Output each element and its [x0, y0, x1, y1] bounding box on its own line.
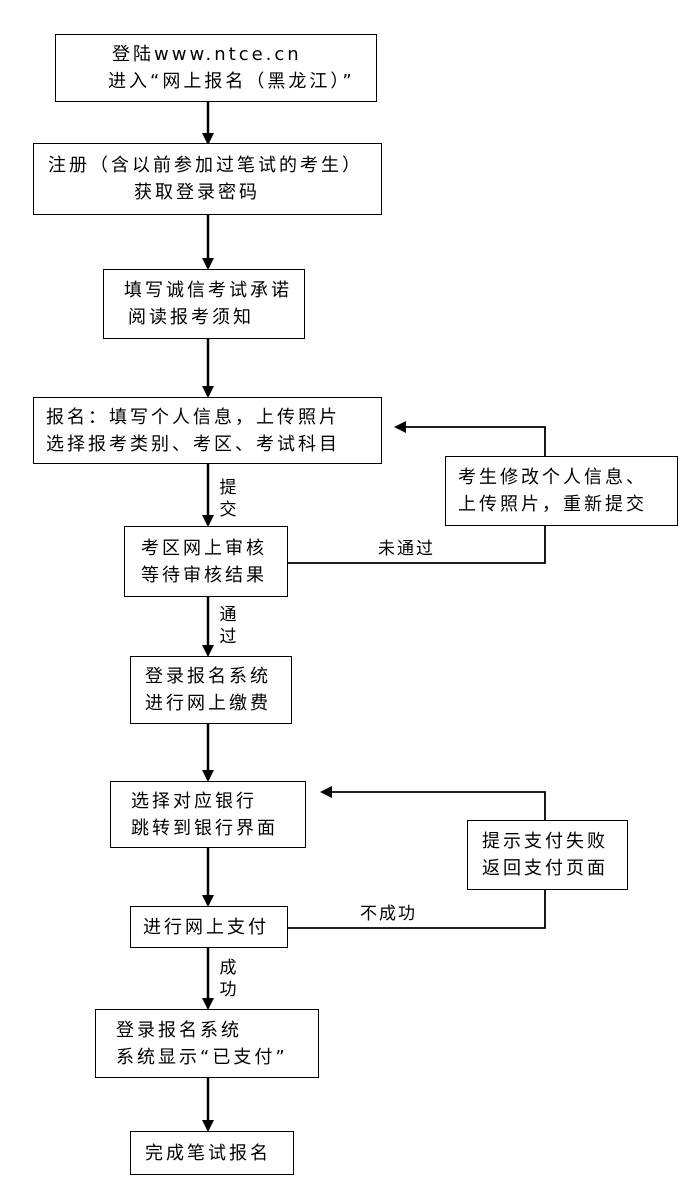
modify-line2: 上传照片，重新提交 [458, 494, 647, 515]
modify-line1: 考生修改个人信息、 [458, 467, 647, 488]
step8-online-pay-box: 进行网上支付 [130, 906, 288, 948]
submit-label: 提 交 [217, 477, 239, 521]
pass-label-char2: 过 [219, 627, 237, 647]
payfail-return-arrow [320, 786, 546, 820]
step8-line1: 进行网上支付 [143, 916, 269, 938]
step3-promise-box: 填写诚信考试承诺 阅读报考须知 [103, 269, 305, 339]
step9-line2: 系统显示“已支付” [116, 1046, 288, 1068]
step10-complete-box: 完成笔试报名 [130, 1131, 294, 1175]
pay-fail-line [288, 890, 546, 929]
step4-fill-info-box: 报名：填写个人信息，上传照片 选择报考类别、考区、考试科目 [33, 397, 382, 464]
step4-line1: 报名：填写个人信息，上传照片 [46, 406, 340, 428]
step3-line1: 填写诚信考试承诺 [124, 280, 292, 301]
step7-line2: 跳转到银行界面 [131, 817, 278, 839]
pass-label-char1: 通 [219, 605, 237, 625]
step5-review-box: 考区网上审核 等待审核结果 [124, 526, 288, 597]
step9-paid-status-box: 登录报名系统 系统显示“已支付” [95, 1009, 319, 1078]
step1-line1: 登陆www.ntce.cn [112, 44, 302, 65]
step4-line2: 选择报考类别、考区、考试科目 [46, 433, 340, 455]
pay-fail-label: 不成功 [360, 904, 417, 924]
step7-select-bank-box: 选择对应银行 跳转到银行界面 [110, 781, 306, 848]
step6-payment-login-box: 登录报名系统 进行网上缴费 [130, 656, 292, 724]
payfail-line1: 提示支付失败 [482, 831, 608, 852]
payfail-line2: 返回支付页面 [482, 858, 608, 879]
submit-label-char2: 交 [219, 500, 237, 520]
step2-line1: 注册（含以前参加过笔试的考生） [48, 155, 363, 176]
pass-label: 通 过 [217, 604, 239, 648]
payfail-box: 提示支付失败 返回支付页面 [467, 820, 628, 890]
step10-line1: 完成笔试报名 [145, 1142, 271, 1164]
submit-label-char1: 提 [219, 478, 237, 498]
success-label-char2: 功 [219, 980, 237, 1000]
step5-line2: 等待审核结果 [141, 564, 267, 586]
step5-line1: 考区网上审核 [141, 537, 267, 559]
review-fail-label: 未通过 [378, 539, 435, 559]
modify-return-arrow [394, 421, 546, 456]
step2-line2: 获取登录密码 [134, 182, 260, 203]
success-label: 成 功 [217, 957, 239, 1001]
step1-line2: 进入“网上报名（黑龙江）” [108, 71, 355, 92]
modify-info-box: 考生修改个人信息、 上传照片，重新提交 [445, 456, 678, 526]
step6-line1: 登录报名系统 [145, 666, 271, 687]
step7-line1: 选择对应银行 [131, 790, 257, 812]
step3-line2: 阅读报考须知 [128, 307, 254, 328]
review-fail-line [288, 526, 546, 564]
step6-line2: 进行网上缴费 [145, 693, 271, 714]
step1-visit-site-box: 登陆www.ntce.cn 进入“网上报名（黑龙江）” [55, 34, 377, 102]
success-label-char1: 成 [219, 958, 237, 978]
step9-line1: 登录报名系统 [116, 1019, 242, 1041]
step2-register-box: 注册（含以前参加过笔试的考生） 获取登录密码 [33, 143, 382, 215]
